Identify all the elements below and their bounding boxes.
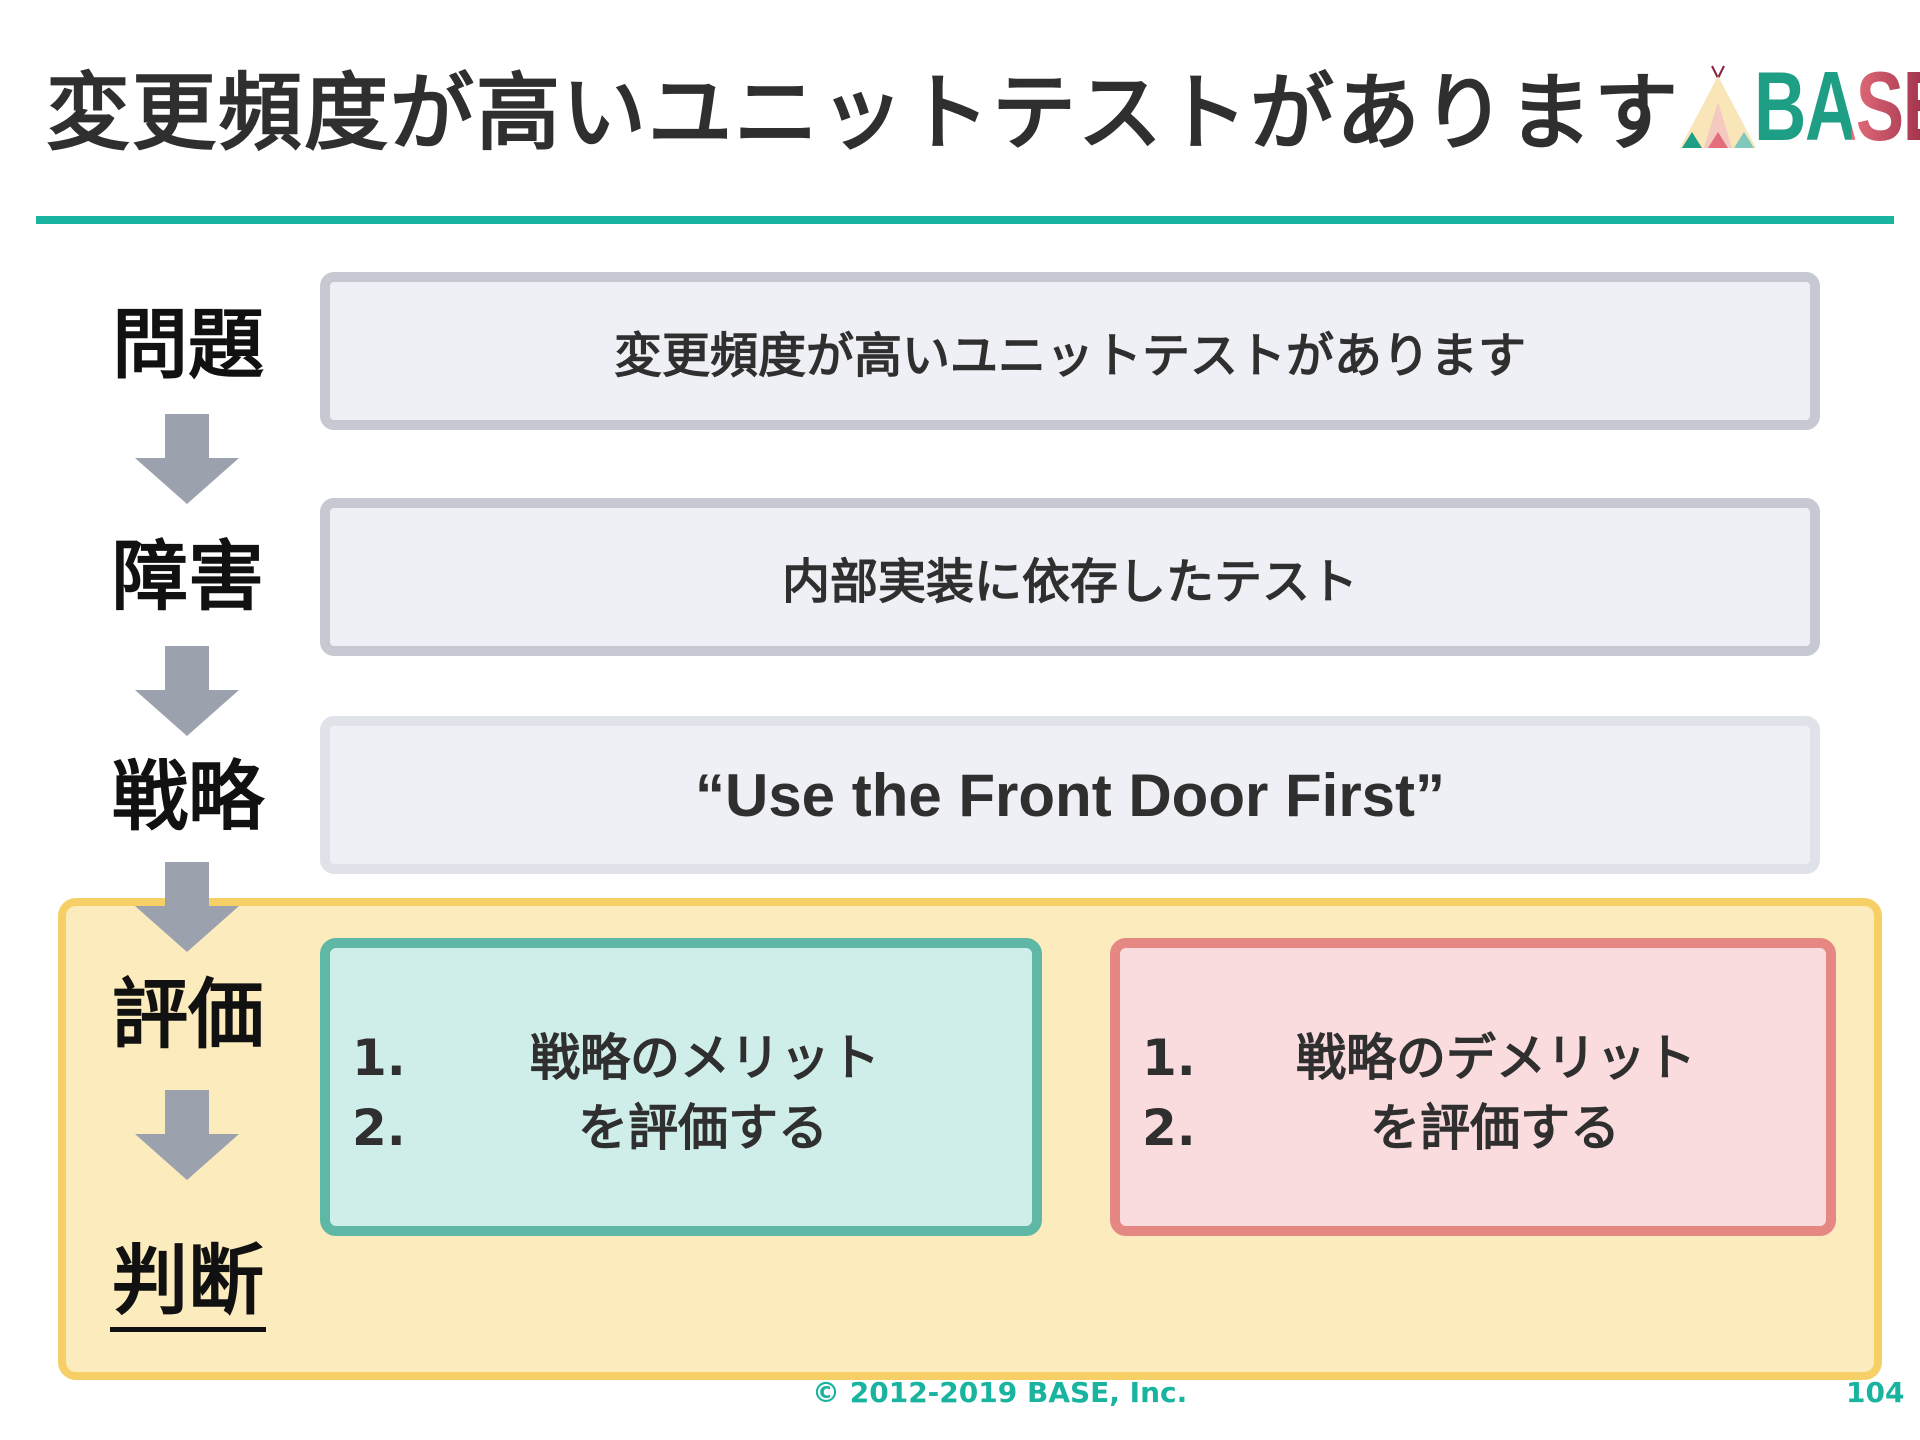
demerit-text-line1: 戦略のデメリット bbox=[1296, 1029, 1696, 1087]
step-label-obstacle: 障害 bbox=[112, 532, 264, 621]
demerit-card: 1. 2. 戦略のデメリット を評価する bbox=[1110, 938, 1836, 1236]
problem-box: 変更頻度が高いユニットテストがあります bbox=[320, 272, 1820, 430]
tent-icon bbox=[1680, 65, 1756, 148]
list-number: 2. bbox=[1142, 1099, 1196, 1157]
merit-card: 1. 2. 戦略のメリット を評価する bbox=[320, 938, 1042, 1236]
strategy-text: “Use the Front Door First” bbox=[694, 761, 1446, 829]
base-logo: BASE bbox=[1678, 56, 1920, 156]
demerit-text-line2: を評価する bbox=[1370, 1099, 1620, 1157]
step-label-decision: 判断 bbox=[108, 1236, 268, 1332]
strategy-box: “Use the Front Door First” bbox=[320, 716, 1820, 874]
logo-letters: BASE bbox=[1754, 51, 1920, 161]
problem-text: 変更頻度が高いユニットテストがあります bbox=[613, 328, 1526, 384]
obstacle-box: 内部実装に依存したテスト bbox=[320, 498, 1820, 656]
title-divider bbox=[36, 216, 1894, 224]
down-arrow-icon bbox=[135, 862, 239, 952]
obstacle-text: 内部実装に依存したテスト bbox=[781, 554, 1358, 610]
merit-text-line2: を評価する bbox=[578, 1099, 828, 1157]
step-label-evaluation: 評価 bbox=[112, 970, 264, 1059]
page-number: 104 bbox=[1846, 1376, 1905, 1409]
down-arrow-icon bbox=[135, 646, 239, 736]
merit-text-line1: 戦略のメリット bbox=[530, 1029, 880, 1087]
logo-wordmark: BASE bbox=[1754, 56, 1920, 156]
down-arrow-icon bbox=[135, 1090, 239, 1180]
slide-title: 変更頻度が高いユニットテストがあります bbox=[46, 64, 1681, 162]
list-number: 1. bbox=[1142, 1029, 1196, 1087]
step-label-strategy: 戦略 bbox=[112, 752, 264, 841]
list-number: 1. bbox=[352, 1029, 406, 1087]
step-label-problem: 問題 bbox=[112, 300, 264, 389]
down-arrow-icon bbox=[135, 414, 239, 504]
list-number: 2. bbox=[352, 1099, 406, 1157]
copyright-text: © 2012-2019 BASE, Inc. bbox=[812, 1376, 1188, 1409]
